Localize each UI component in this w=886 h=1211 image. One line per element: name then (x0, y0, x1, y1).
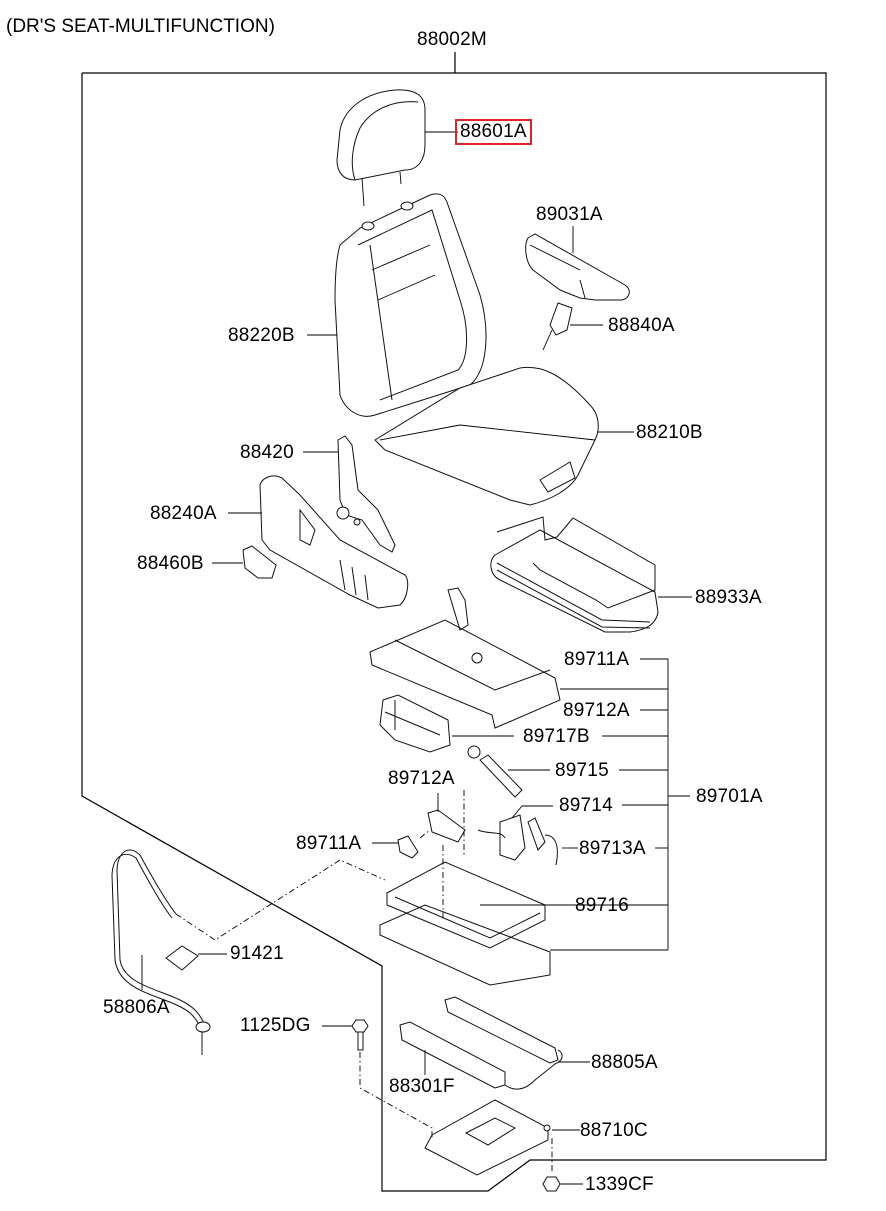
part-label-89716[interactable]: 89716 (575, 895, 629, 916)
assembly-number-label: 88002M (417, 29, 487, 50)
part-label-89712A-upper[interactable]: 89712A (563, 700, 630, 721)
diagram-title: (DR'S SEAT-MULTIFUNCTION) (6, 16, 275, 37)
clip-drawing (165, 945, 227, 971)
part-label-89701A[interactable]: 89701A (696, 786, 763, 807)
headrest-drawing (336, 89, 458, 207)
air-hose-drawing (111, 849, 386, 1055)
upper-frame-drawing (369, 587, 668, 729)
part-label-88220B[interactable]: 88220B (228, 325, 295, 346)
nut-drawing (542, 1176, 583, 1192)
buckle-drawing (542, 302, 603, 351)
shock-drawing (467, 745, 550, 798)
part-label-89714[interactable]: 89714 (559, 795, 613, 816)
part-label-88240A[interactable]: 88240A (150, 503, 217, 524)
part-label-88601A[interactable]: 88601A (455, 119, 532, 145)
part-label-88301F[interactable]: 88301F (389, 1076, 455, 1097)
part-label-88805A[interactable]: 88805A (591, 1052, 658, 1073)
mechanism-drawing (477, 805, 553, 861)
part-label-1125DG[interactable]: 1125DG (240, 1015, 311, 1036)
seat-track-drawing (399, 996, 590, 1090)
recliner-drawing (303, 435, 396, 553)
part-label-88933A[interactable]: 88933A (695, 587, 762, 608)
part-label-88420[interactable]: 88420 (240, 442, 294, 463)
small-bracket-drawing (372, 829, 431, 859)
cushion-frame-drawing (490, 516, 692, 633)
group-bracket-89701A (550, 658, 690, 951)
seat-cushion-drawing (374, 366, 634, 506)
lumbar-drawing (379, 694, 514, 753)
part-label-88840A[interactable]: 88840A (608, 315, 675, 336)
part-label-58806A[interactable]: 58806A (103, 997, 170, 1018)
bolt-drawing (322, 1019, 433, 1140)
part-label-89711A-mid[interactable]: 89711A (296, 833, 362, 854)
side-shield-drawing (228, 475, 409, 609)
part-label-88210B[interactable]: 88210B (636, 422, 703, 443)
part-label-89713A[interactable]: 89713A (579, 838, 646, 859)
part-label-89715[interactable]: 89715 (555, 760, 609, 781)
bracket-drawing (427, 793, 466, 843)
armrest-drawing (525, 226, 630, 301)
valve-drawing (527, 817, 578, 866)
part-label-1339CF[interactable]: 1339CF (585, 1174, 654, 1195)
suspension-frame-drawing (379, 790, 668, 986)
assembly-boundary (81, 52, 827, 1192)
part-label-89717B[interactable]: 89717B (523, 726, 590, 747)
knob-drawing (212, 545, 277, 579)
part-label-91421[interactable]: 91421 (230, 943, 284, 964)
part-label-89712A-mid[interactable]: 89712A (388, 768, 455, 789)
part-label-88710C[interactable]: 88710C (580, 1120, 648, 1141)
seat-back-drawing (307, 193, 487, 417)
base-plate-drawing (424, 1099, 580, 1176)
part-label-89711A-upper[interactable]: 89711A (564, 649, 630, 670)
part-label-89031A[interactable]: 89031A (536, 204, 603, 225)
part-label-88460B[interactable]: 88460B (137, 553, 204, 574)
